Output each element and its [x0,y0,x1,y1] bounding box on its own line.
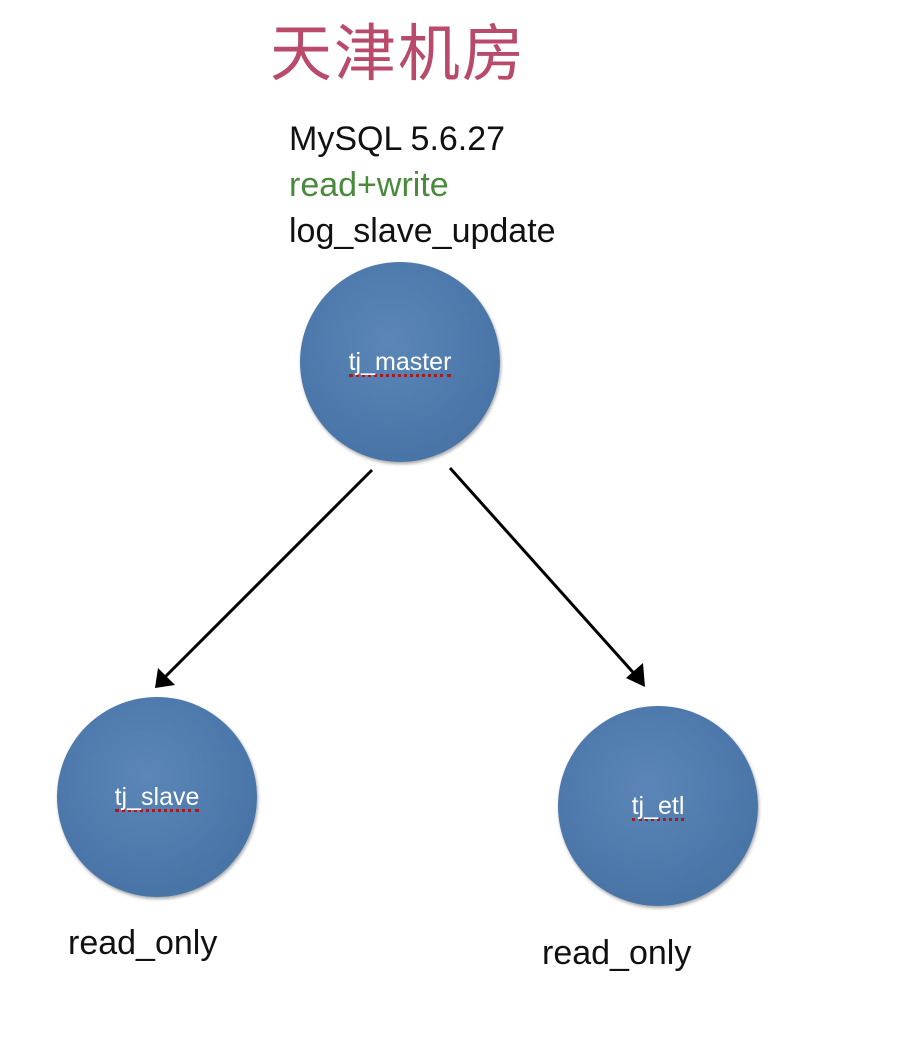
arrow-master-to-slave [155,468,374,688]
etl-caption: read_only [542,934,692,972]
arrow-master-to-etl [448,466,645,687]
master-option-text: log_slave_update [289,212,556,250]
node-label-master: tj_master [348,348,452,377]
master-mode-text: read+write [289,166,449,204]
slave-caption: read_only [68,924,218,962]
node-tj-etl: tj_etl [558,706,758,906]
node-label-etl: tj_etl [631,792,685,821]
node-tj-master: tj_master [300,262,500,462]
diagram-title: 天津机房 [270,17,527,90]
master-version-text: MySQL 5.6.27 [289,120,506,158]
node-label-slave: tj_slave [114,783,200,812]
node-tj-slave: tj_slave [57,697,257,897]
